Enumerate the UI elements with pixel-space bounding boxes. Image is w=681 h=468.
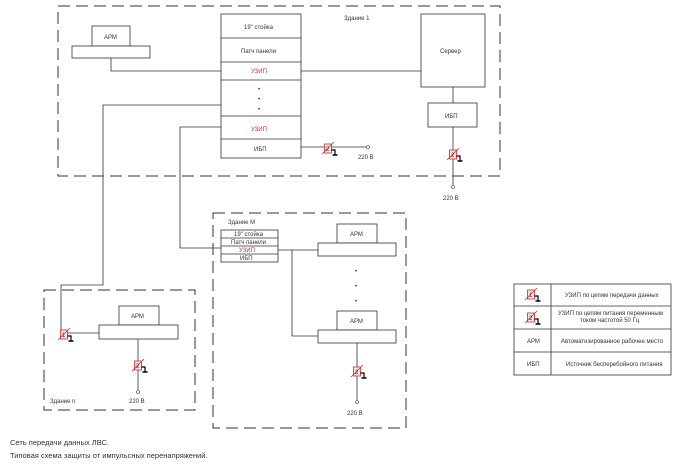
rack-row-ups: ИБП [240,256,253,262]
rack-row-spd-1: УЗИП [251,69,267,75]
legend-text: УЗИП по цепям питания переменным [558,311,663,317]
voltage-label: 220 В [358,155,374,161]
arm-workstation-b1: АРМ [71,25,151,59]
spd-power-server [446,147,464,162]
spd-number: 2 [355,370,359,376]
building-m-title: Здание M [228,220,255,226]
svg-text:Сервер: Сервер [440,49,461,55]
spd-power-bn [131,358,149,373]
legend-text: Автоматизированное рабочее место [561,339,664,345]
svg-text:ИБП: ИБП [445,114,458,120]
caption-line-2: Типовая схема защиты от импульсных перен… [10,451,208,460]
rack-row-spd-2: УЗИП [251,127,267,133]
ups-server: ИБП [427,102,478,128]
spd-power-rack-b1 [321,141,339,156]
svg-text:АРМ: АРМ [350,232,363,238]
rack-b1: 19" стойка Патч панели УЗИП • • • УЗИП И… [220,13,302,159]
dot: • [355,284,357,290]
rack-row-dot: • [258,97,260,103]
arm-workstation-bn: АРМ [98,305,179,340]
building-m-boundary [212,212,407,429]
rack-row-dot: • [258,87,260,93]
legend-symbol: АРМ [527,339,540,345]
spd-number: 2 [136,364,140,370]
bn-lines [65,332,139,390]
rack-bm: 19" стойка Патч панели УЗИП ИБП [220,229,279,263]
svg-text:2: 2 [529,316,533,322]
legend-text: УЗИП по цепям передачи данных [565,293,659,299]
spd-number: 2 [326,147,330,153]
voltage-label: 220 В [347,411,363,417]
spd-number: 2 [451,153,455,159]
arm-workstation-bm-2: АРМ [317,310,397,344]
rack-row-stand: 19" стойка [244,24,274,31]
legend-symbol: ИБП [527,362,540,368]
building-n-title: Здание n [50,399,75,405]
building-n-boundary [43,289,196,411]
dot: • [355,299,357,305]
arm-label: АРМ [104,35,117,41]
voltage-label: 220 В [443,196,459,202]
building-1-boundary [57,5,501,177]
server: Сервер [420,13,486,88]
spd-number: 1 [62,333,66,339]
rack-row-ups: ИБП [254,147,267,153]
data-lines [60,58,454,330]
arm-workstation-bm-1: АРМ [317,223,397,257]
rack-row-patch: Патч панели [231,240,266,246]
legend: 1 2 УЗИП по цепям передачи данных УЗИП п… [513,283,672,376]
legend-text: током частотой 50 Гц [580,317,640,324]
rack-row-patch: Патч панели [241,49,276,55]
voltage-label: 220 В [129,399,145,405]
legend-text: Источник бесперебойного питания [566,361,663,368]
svg-text:АРМ: АРМ [131,314,144,320]
svg-text:АРМ: АРМ [350,319,363,325]
building-1-title: Здание 1 [344,16,370,22]
spd-data-bn [57,327,75,342]
spd-power-bm [350,364,368,379]
rack-row-stand: 19" стойка [234,231,264,238]
rack-row-dot: • [258,107,260,113]
dot: • [355,269,357,275]
svg-text:1: 1 [529,293,533,299]
caption-line-1: Сеть передачи данных ЛВС. [10,438,109,447]
rack-row-spd: УЗИП [239,248,255,254]
